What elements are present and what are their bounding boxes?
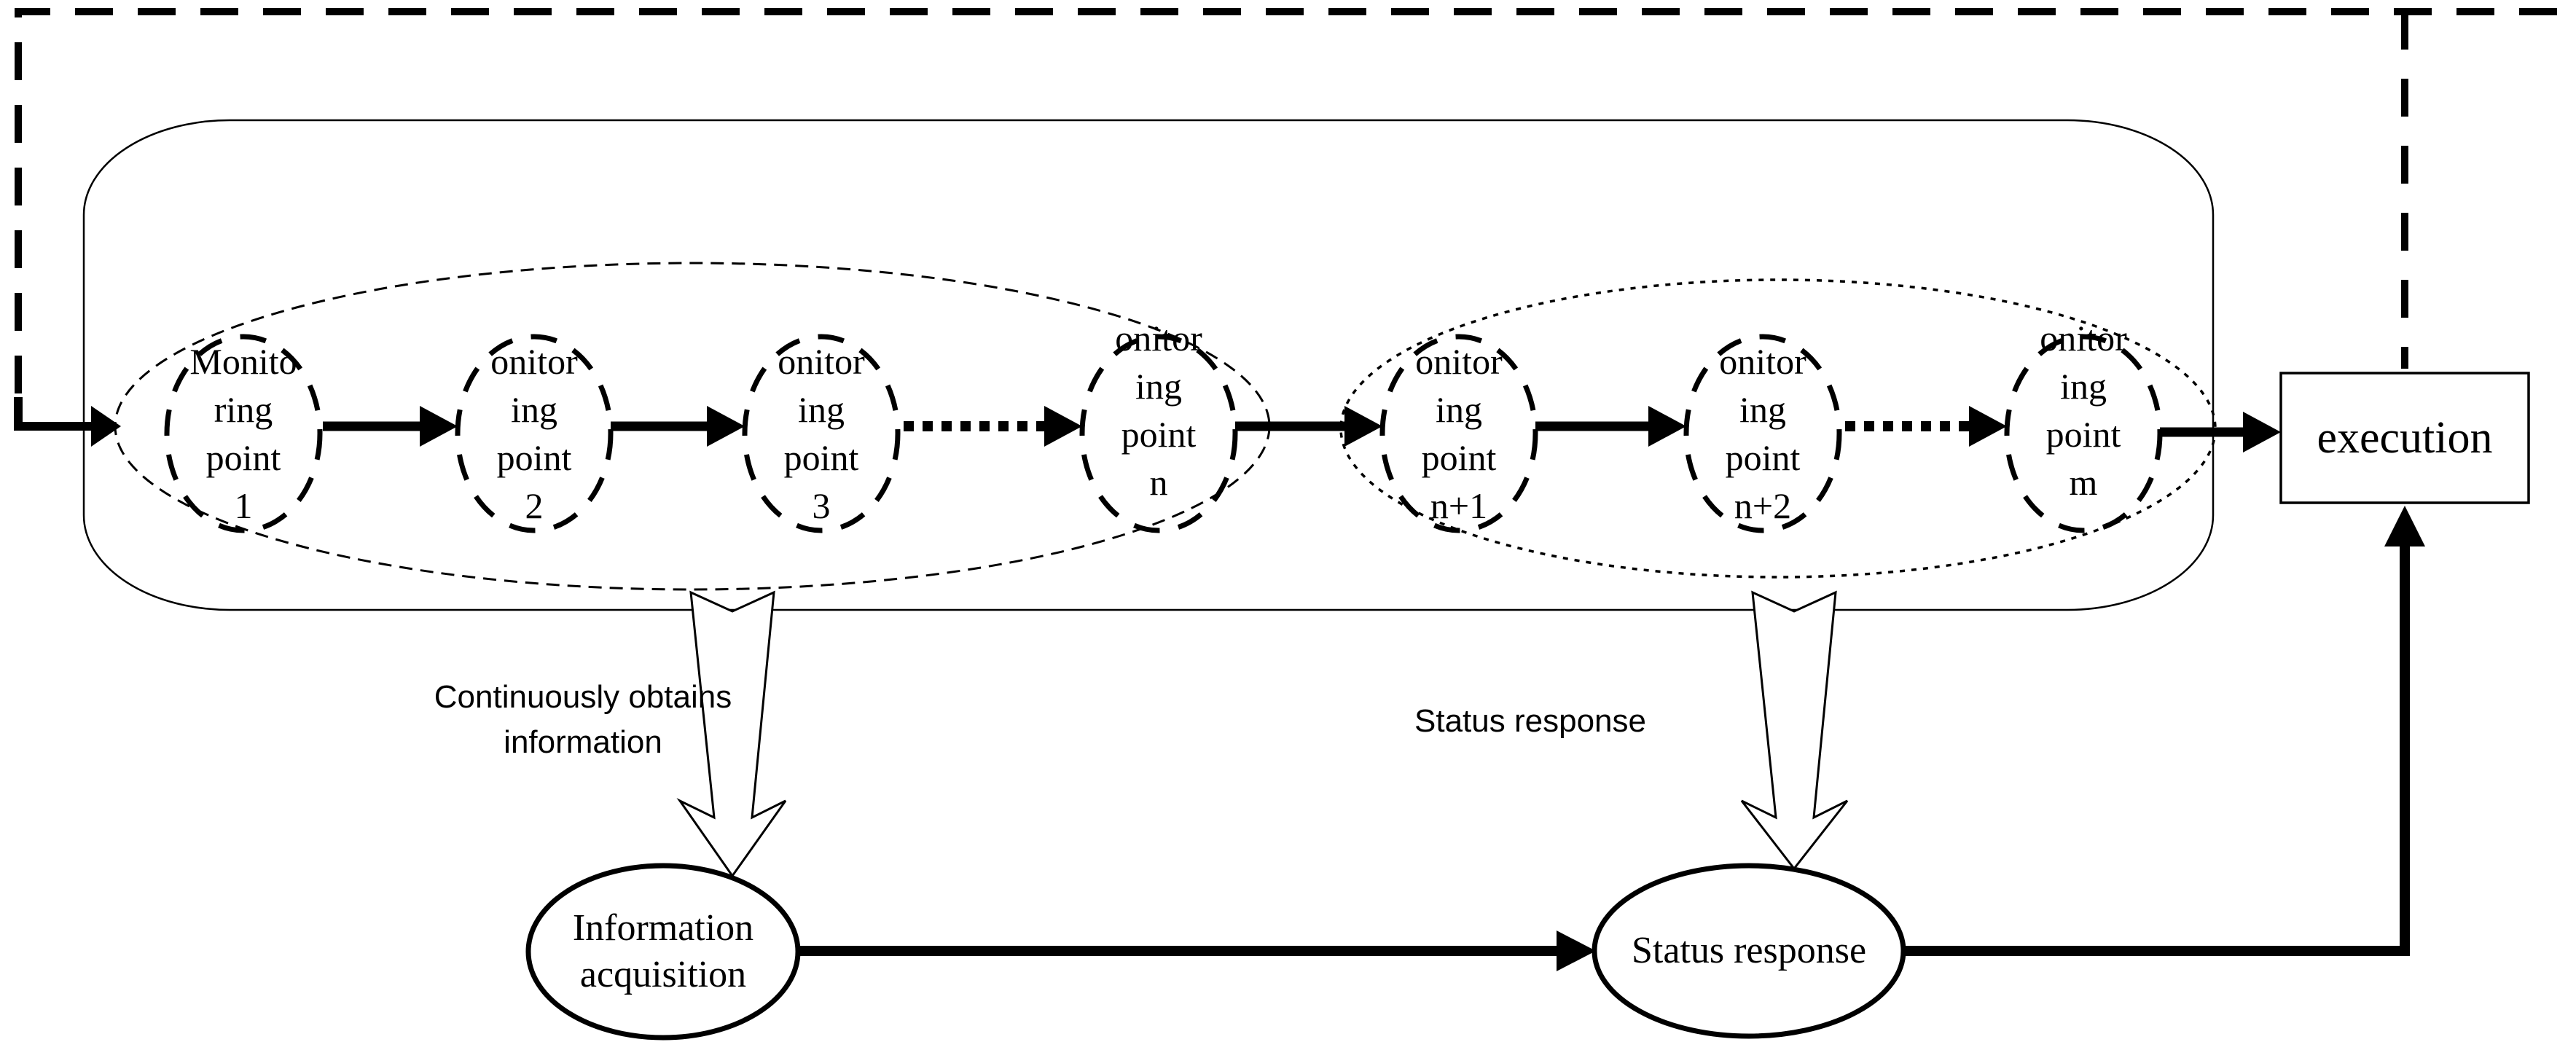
loop-entry-arrowhead-icon xyxy=(91,406,121,447)
monitoring-point-n2-circle xyxy=(1683,334,1842,533)
arrow-n1-n2-head-icon xyxy=(1648,406,1686,447)
feedback-loop-top-left-dashed-line xyxy=(15,8,2561,393)
monitoring-point-2-circle xyxy=(455,334,614,533)
arrow-n2-m-head-icon xyxy=(1969,406,2007,447)
status-response-hollow-arrow-icon xyxy=(1740,590,1849,871)
monitoring-point-1-circle xyxy=(164,334,323,533)
arrow-n-n1-head-icon xyxy=(1344,406,1382,447)
execution-box xyxy=(2279,372,2530,504)
monitoring-point-3-circle xyxy=(742,334,901,533)
arrow-1-2-head-icon xyxy=(420,406,458,447)
loop-entry-arrow-shaft xyxy=(14,397,93,431)
information-acquisition-ellipse xyxy=(525,863,801,1041)
info-to-status-arrowhead-icon xyxy=(1557,930,1596,971)
arrow-2-3-head-icon xyxy=(707,406,745,447)
status-to-execution-arrowhead-icon xyxy=(2384,506,2425,546)
arrow-m-execution-head-icon xyxy=(2243,412,2281,452)
system-boundary-box xyxy=(82,119,2215,611)
arrow-3-n-head-icon xyxy=(1044,406,1082,447)
status-response-ellipse xyxy=(1592,863,1906,1039)
obtains-information-hollow-arrow-icon xyxy=(676,590,787,878)
status-to-execution-connector xyxy=(1902,545,2410,956)
monitoring-point-m-circle xyxy=(2004,334,2163,533)
monitoring-point-n1-circle xyxy=(1379,334,1538,533)
monitoring-point-n-circle xyxy=(1079,334,1238,533)
